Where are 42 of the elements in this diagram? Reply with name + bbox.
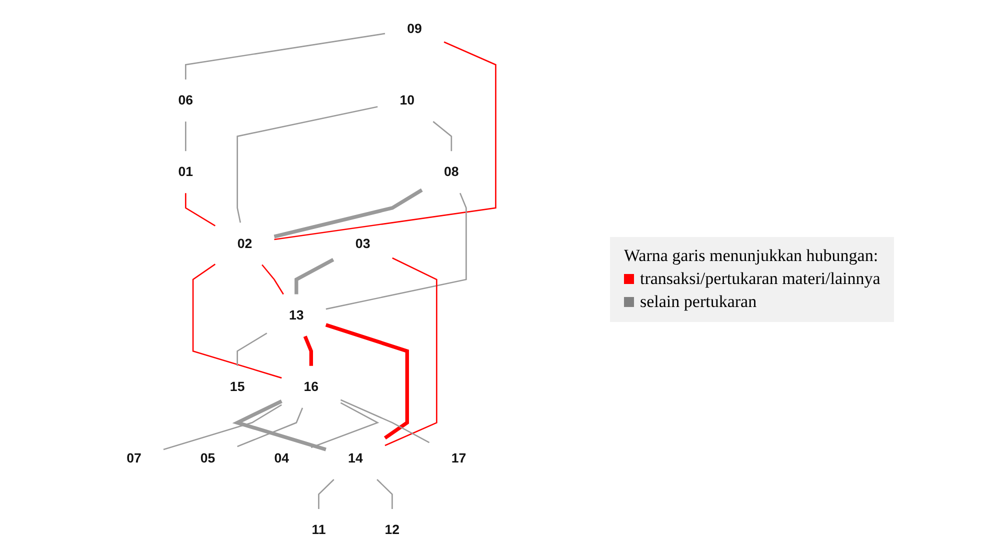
node-text: 06 (178, 92, 193, 108)
connector (310, 402, 380, 448)
connector (237, 408, 303, 448)
connector (432, 121, 452, 152)
connector (318, 479, 334, 510)
legend-heading: Warna garis menunjukkan hubungan: (624, 246, 878, 266)
connector (236, 332, 268, 366)
connector (184, 122, 186, 152)
node-text: 10 (400, 92, 414, 108)
connector (236, 106, 378, 223)
legend-label: selain pertukaran (640, 292, 757, 311)
connector (326, 192, 467, 310)
node-text: 05 (200, 450, 216, 466)
connector (376, 479, 393, 510)
node-text: 07 (126, 450, 142, 466)
connector (184, 193, 216, 226)
connector (303, 336, 313, 366)
node-text: 15 (230, 379, 245, 394)
connector (184, 32, 385, 80)
connector (325, 323, 409, 440)
node-text: 02 (237, 236, 252, 251)
node-text: 08 (444, 164, 459, 180)
node-text: 01 (178, 164, 193, 180)
node-text: 04 (274, 450, 289, 466)
node-text: 13 (288, 308, 304, 322)
node-text: 12 (384, 522, 400, 538)
node-text: 14 (348, 450, 363, 466)
connector (232, 400, 326, 452)
connector (274, 188, 423, 238)
node-text: 03 (355, 236, 370, 251)
connector (294, 258, 334, 294)
connector (340, 399, 430, 444)
connector (192, 264, 282, 379)
connector (163, 404, 282, 450)
legend-label: transaksi/pertukaran materi/lainnya (640, 269, 880, 288)
node-text: 16 (304, 379, 318, 394)
node-text: 11 (312, 522, 326, 538)
node-text: 17 (451, 450, 466, 466)
node-text: 09 (407, 21, 422, 36)
connector (274, 41, 496, 240)
connector (261, 264, 284, 295)
connector (384, 257, 438, 446)
